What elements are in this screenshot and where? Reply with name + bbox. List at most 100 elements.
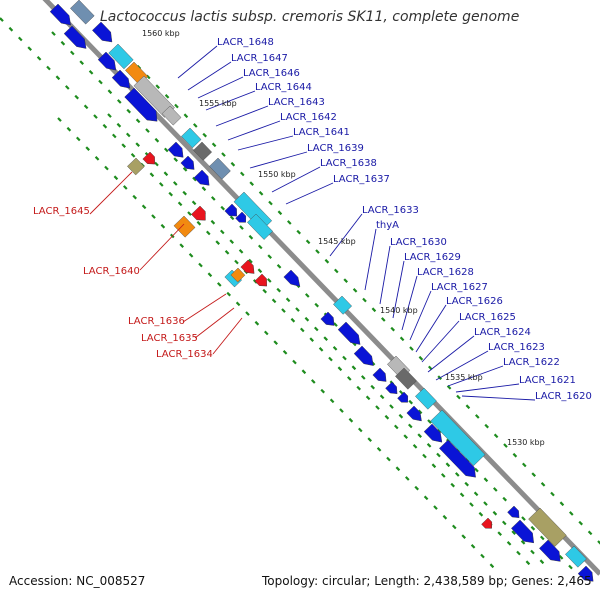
tick-mark xyxy=(470,544,476,549)
tick-mark xyxy=(320,388,325,394)
tick-mark xyxy=(367,437,372,442)
tick-mark xyxy=(405,476,410,481)
tick-mark xyxy=(234,259,239,265)
tick-mark xyxy=(483,477,489,483)
tick-mark xyxy=(521,516,526,521)
tick-mark xyxy=(145,128,150,133)
tick-mark xyxy=(442,514,448,520)
tick-mark xyxy=(328,356,333,362)
gene-feature xyxy=(230,267,246,283)
tick-mark xyxy=(414,485,419,491)
gene-feature xyxy=(224,203,237,217)
scale-label: 1535 kbp xyxy=(445,373,483,382)
tick-mark xyxy=(358,427,363,433)
gene-feature xyxy=(63,25,87,49)
gene-label: thyA xyxy=(376,220,399,231)
scale-label: 1560 kbp xyxy=(142,29,180,38)
tick-mark xyxy=(348,417,354,423)
tick-mark xyxy=(210,219,216,225)
gene-feature xyxy=(142,151,155,165)
gene-label: LACR_1624 xyxy=(474,327,531,338)
tick-mark xyxy=(337,366,343,372)
tick-mark xyxy=(502,496,507,502)
tick-mark xyxy=(390,326,395,332)
tick-mark xyxy=(559,501,565,507)
gene-feature xyxy=(539,539,561,562)
tick-mark xyxy=(540,482,546,487)
tick-mark xyxy=(262,288,267,294)
tick-mark xyxy=(107,113,112,118)
gene-label: LACR_1620 xyxy=(535,391,592,402)
tick-mark xyxy=(450,482,455,488)
tick-mark xyxy=(93,114,98,119)
tick-mark xyxy=(295,307,300,312)
tick-mark xyxy=(273,340,278,345)
gene-label: LACR_1645 xyxy=(33,206,90,217)
tick-mark xyxy=(314,326,319,332)
tick-mark xyxy=(530,525,536,531)
tick-mark xyxy=(27,46,32,51)
tick-mark xyxy=(51,31,56,36)
gene-label: LACR_1643 xyxy=(268,97,325,108)
gene-feature xyxy=(577,565,594,582)
gene-label: LACR_1642 xyxy=(280,112,337,123)
tick-mark xyxy=(98,79,103,85)
tick-mark xyxy=(159,182,164,187)
tick-mark xyxy=(474,467,479,473)
tick-mark xyxy=(296,229,301,235)
leader-line xyxy=(435,350,489,381)
leader-line xyxy=(187,61,232,91)
tick-mark xyxy=(522,462,527,468)
tick-mark xyxy=(427,419,432,424)
tick-mark xyxy=(83,104,89,110)
tick-mark xyxy=(230,161,236,167)
tick-mark xyxy=(389,404,394,409)
tick-mark xyxy=(94,156,100,161)
tick-mark xyxy=(394,424,399,430)
gene-feature xyxy=(283,269,301,287)
gene-label: LACR_1636 xyxy=(128,316,185,327)
leader-line xyxy=(197,76,244,99)
tick-mark xyxy=(135,118,141,124)
tick-mark xyxy=(224,250,230,255)
leader-line xyxy=(415,304,447,353)
tick-mark xyxy=(198,262,203,268)
tick-mark xyxy=(196,220,202,226)
gene-feature xyxy=(385,381,398,394)
tick-mark xyxy=(352,288,358,293)
tick-mark xyxy=(271,298,277,304)
tick-mark xyxy=(480,553,485,559)
tick-mark xyxy=(217,282,222,287)
gene-label: LACR_1621 xyxy=(519,375,576,386)
tick-mark xyxy=(356,385,361,391)
tick-mark xyxy=(276,287,281,293)
tick-mark xyxy=(311,379,316,384)
tick-mark xyxy=(370,384,375,390)
gene-feature xyxy=(191,205,206,221)
leader-line xyxy=(182,293,227,323)
tick-mark xyxy=(164,94,170,99)
tick-mark xyxy=(301,369,307,375)
tick-mark xyxy=(436,452,441,458)
gene-label: LACR_1637 xyxy=(333,174,390,185)
tick-mark xyxy=(417,433,422,438)
tick-mark xyxy=(497,531,502,536)
tick-mark xyxy=(179,243,184,248)
scale-label: 1545 kbp xyxy=(318,237,356,246)
tick-mark xyxy=(235,301,241,307)
tick-mark xyxy=(483,501,488,506)
leader-line xyxy=(249,151,308,169)
tick-mark xyxy=(135,142,140,147)
gene-label: LACR_1628 xyxy=(417,267,474,278)
tick-mark xyxy=(365,395,371,401)
tick-mark xyxy=(160,223,166,229)
tick-mark xyxy=(484,423,489,429)
tick-mark xyxy=(506,541,512,546)
leader-line xyxy=(409,290,432,341)
tick-mark xyxy=(409,346,414,351)
scale-label: 1550 kbp xyxy=(258,170,296,179)
leader-line xyxy=(364,228,377,291)
gene-feature xyxy=(528,507,567,547)
